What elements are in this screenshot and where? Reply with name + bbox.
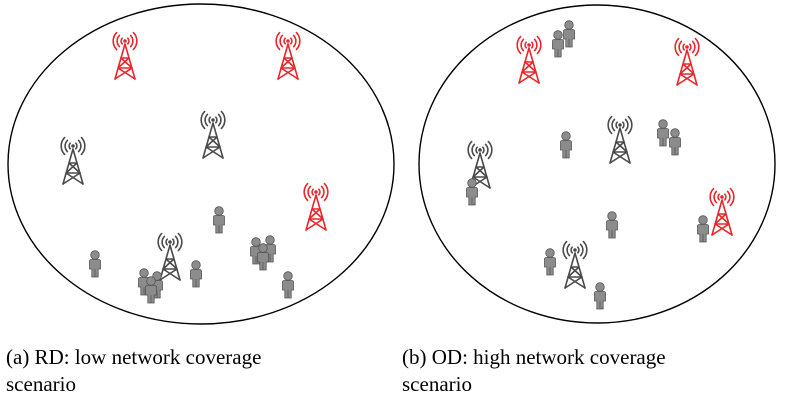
radio-tower-icon [112,31,138,80]
person-icon [594,282,606,310]
person-icon [213,206,225,234]
person-icon [669,128,681,156]
person-icon [544,248,556,276]
coverage-area-ellipse-a [7,3,395,325]
caption-a-line1: (a) RD: low network coverage [6,345,262,369]
radio-tower-icon [516,35,542,84]
person-icon [89,250,101,278]
person-icon [145,276,157,304]
caption-b-line2: scenario [402,372,472,396]
radio-tower-icon [562,240,588,289]
radio-tower-icon [275,31,301,80]
panel-rd-low-coverage [7,3,395,325]
radio-tower-icon [467,140,493,189]
radio-tower-icon [709,187,735,236]
person-icon [657,119,669,147]
radio-tower-icon [157,232,183,281]
person-icon [606,211,618,239]
radio-tower-icon [200,110,226,159]
radio-tower-icon [607,115,633,164]
radio-tower-icon [60,136,86,185]
person-icon [466,178,478,206]
caption-b-line1: (b) OD: high network coverage [402,345,666,369]
caption-panel-b: (b) OD: high network coverage scenario [402,344,772,398]
caption-panel-a: (a) RD: low network coverage scenario [6,344,366,398]
panel-od-high-coverage [418,4,776,324]
radio-tower-icon [303,182,329,231]
person-icon [552,30,564,58]
caption-a-line2: scenario [6,372,76,396]
person-icon [563,20,575,48]
person-icon [257,243,269,271]
person-icon [697,215,709,243]
person-icon [282,271,294,299]
person-icon [190,260,202,288]
person-icon [560,131,572,159]
coverage-area-ellipse-b [418,4,776,324]
radio-tower-icon [674,37,700,86]
